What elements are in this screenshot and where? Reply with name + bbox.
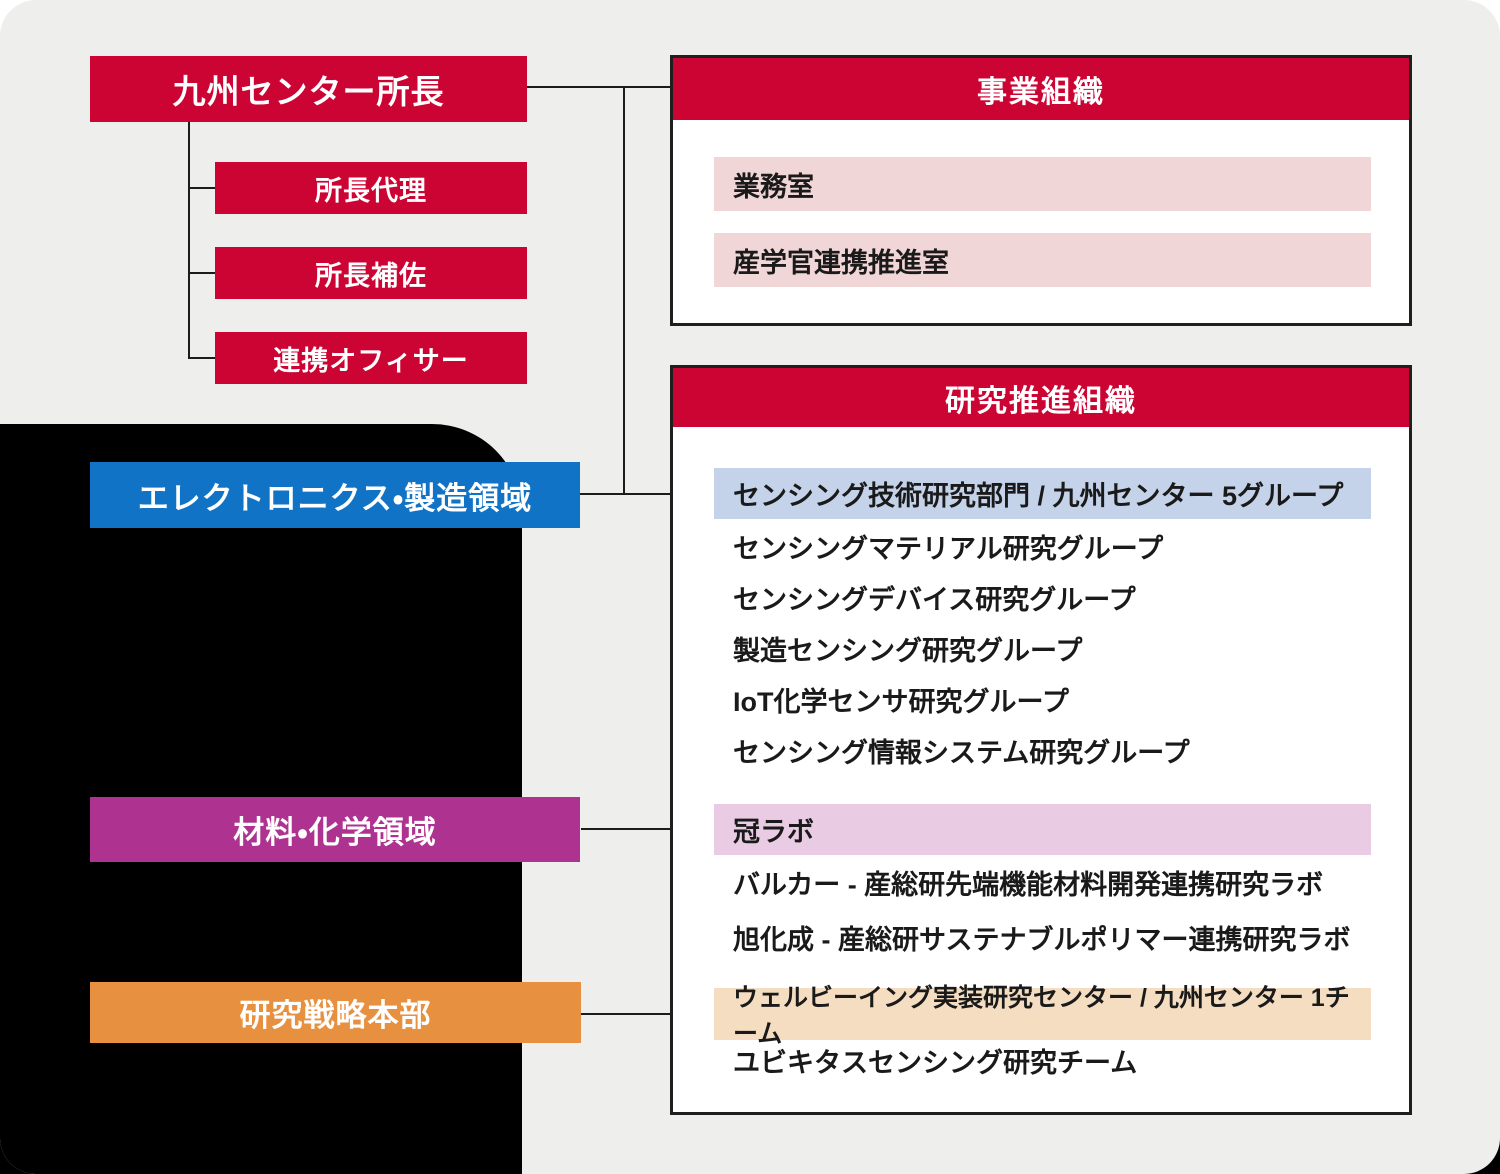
research-group-item: センシングマテリアル研究グループ [733, 534, 1164, 564]
research-promotion-panel: 研究推進組織 センシング技術研究部門 / 九州センター 5グループ センシングマ… [670, 365, 1412, 1115]
research-strategy-label: 研究戦略本部 [239, 998, 432, 1033]
research-group-item: センシングデバイス研究グループ [733, 585, 1136, 615]
business-row-collaboration-label: 産学官連携推進室 [733, 247, 949, 278]
research-group-item: センシング情報システム研究グループ [733, 738, 1190, 768]
connector-materials-to-crown-lab [581, 828, 712, 830]
liaison-officer-box: 連携オフィサー [215, 332, 527, 384]
sensing-department-banner: センシング技術研究部門 / 九州センター 5グループ [714, 468, 1371, 519]
business-row-collaboration: 産学官連携推進室 [714, 233, 1371, 287]
domain-electronics-label: エレクトロニクス・製造領域 [137, 480, 533, 516]
deputy-director-label: 所長代理 [315, 175, 427, 206]
research-team-item: ユビキタスセンシング研究チーム [733, 1048, 1138, 1078]
director-label: 九州センター所長 [172, 73, 445, 110]
connector-strategy-to-wellbeing [581, 1013, 712, 1015]
business-organization-panel: 事業組織 業務室 産学官連携推進室 [670, 55, 1412, 326]
director-tree-stub-2 [188, 272, 215, 274]
director-tree-vertical-line [188, 122, 190, 359]
research-panel-header: 研究推進組織 [673, 368, 1409, 427]
assistant-director-label: 所長補佐 [315, 260, 427, 291]
business-row-operations-label: 業務室 [733, 171, 814, 202]
connector-director-to-business-panel [527, 86, 670, 88]
research-panel-title: 研究推進組織 [945, 384, 1137, 418]
crown-lab-banner: 冠ラボ [714, 804, 1371, 855]
connector-electronics-to-department [580, 493, 712, 495]
research-group-item: 製造センシング研究グループ [733, 636, 1083, 666]
business-panel-header: 事業組織 [673, 58, 1409, 120]
wellbeing-center-banner: ウェルビーイング実装研究センター / 九州センター 1チーム [714, 984, 1371, 1048]
research-strategy-hq-box: 研究戦略本部 [90, 982, 581, 1043]
assistant-director-box: 所長補佐 [215, 247, 527, 299]
crown-lab-label: 冠ラボ [733, 817, 814, 847]
crown-lab-item: 旭化成 - 産総研サステナブルポリマー連携研究ラボ [733, 925, 1351, 955]
domain-materials-label: 材料・化学領域 [233, 815, 437, 850]
deputy-director-box: 所長代理 [215, 162, 527, 214]
business-panel-title: 事業組織 [977, 76, 1105, 109]
connector-director-vertical [623, 86, 625, 495]
sensing-department-label: センシング技術研究部門 / 九州センター 5グループ [733, 481, 1344, 511]
domain-electronics-manufacturing-box: エレクトロニクス・製造領域 [90, 462, 580, 528]
domain-materials-chemistry-box: 材料・化学領域 [90, 797, 580, 862]
research-group-item: IoT化学センサ研究グループ [733, 687, 1069, 717]
liaison-officer-label: 連携オフィサー [273, 345, 469, 376]
director-box: 九州センター所長 [90, 56, 527, 122]
wellbeing-center-label: ウェルビーイング実装研究センター / 九州センター 1チーム [733, 984, 1350, 1048]
crown-lab-item: バルカー - 産総研先端機能材料開発連携研究ラボ [733, 870, 1324, 900]
business-row-operations: 業務室 [714, 157, 1371, 211]
director-tree-stub-1 [188, 187, 215, 189]
director-tree-stub-3 [188, 357, 215, 359]
